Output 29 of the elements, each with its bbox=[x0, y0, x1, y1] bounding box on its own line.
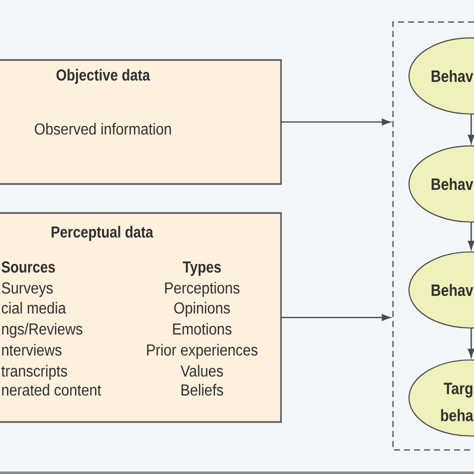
list-item: nterviews bbox=[2, 344, 62, 356]
oval-node: Behav bbox=[408, 146, 474, 223]
list-item: ngs/Reviews bbox=[2, 322, 82, 338]
list-item: Surveys bbox=[2, 282, 53, 297]
oval-node: Targ beha bbox=[408, 360, 474, 437]
arrow bbox=[468, 222, 474, 250]
arrow bbox=[281, 314, 391, 321]
data-box bbox=[0, 59, 282, 185]
list-item: Emotions bbox=[173, 322, 232, 335]
list-item: nerated content bbox=[2, 384, 102, 396]
oval-node: Behav bbox=[408, 37, 474, 115]
arrow bbox=[468, 114, 474, 144]
list-item: Beliefs bbox=[182, 384, 224, 396]
list-item: cial media bbox=[2, 302, 66, 314]
box-title: Perceptual data bbox=[52, 226, 154, 241]
list-item: Prior experiences bbox=[147, 344, 258, 359]
list-item: Values bbox=[180, 364, 223, 377]
box-text: Observed information bbox=[34, 122, 171, 135]
box-title: Objective data bbox=[56, 68, 150, 84]
column-heading: Types bbox=[182, 262, 221, 276]
arrow bbox=[468, 328, 474, 358]
arrow bbox=[281, 118, 391, 126]
column-heading: Sources bbox=[2, 261, 55, 273]
oval-node: Behav bbox=[408, 252, 474, 329]
list-item: transcripts bbox=[1, 364, 68, 380]
dashed-frame bbox=[392, 21, 474, 451]
list-item: Opinions bbox=[174, 302, 230, 317]
list-item: Perceptions bbox=[165, 282, 240, 297]
data-box bbox=[0, 212, 282, 423]
